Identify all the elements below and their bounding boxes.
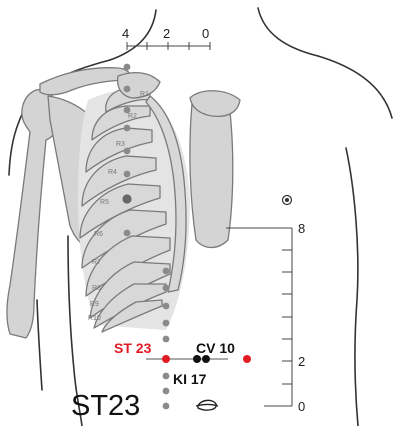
nipple-center (285, 198, 290, 203)
rib-6 (81, 209, 167, 269)
left-flank-line (67, 235, 83, 426)
meridian-dot (162, 387, 170, 395)
side-scale (226, 227, 293, 407)
st23-point-left (162, 355, 170, 363)
rib-label-7: R7 (92, 259, 101, 266)
shoulder-right-line (317, 55, 393, 119)
rib-5 (79, 183, 161, 239)
rib-3 (85, 127, 153, 173)
meridian-dot (122, 194, 132, 204)
meridian-dot (162, 372, 170, 380)
right-flank-line (345, 147, 359, 426)
top-scale-label-4: 4 (122, 26, 129, 41)
nipple-ring (281, 194, 293, 206)
navel-icon (195, 399, 219, 411)
sternum-body (189, 101, 234, 249)
meridian-dot (123, 229, 131, 237)
rib-label-3: R3 (116, 141, 125, 148)
neck-right-line (257, 7, 319, 57)
rib-labels: R1 R2 R3 R4 R5 R6 R7 R8 R9 R10 (88, 91, 149, 322)
top-scale (126, 42, 211, 50)
ki17-point (202, 355, 210, 363)
costal-cartilage (145, 95, 187, 293)
meridian-dot (123, 147, 131, 155)
top-scale-label-2: 2 (163, 26, 170, 41)
meridian-dot (162, 335, 170, 343)
left-arm-inner-line (36, 299, 43, 391)
rib-label-5: R5 (100, 199, 109, 206)
meridian-dots (122, 63, 170, 410)
rib-label-10: R10 (88, 315, 101, 322)
ki17-point-label: KI 17 (173, 371, 207, 387)
side-scale-label-8: 8 (298, 221, 305, 236)
rib-label-9: R9 (90, 301, 99, 308)
meridian-dot (123, 170, 131, 178)
sternum-cap (189, 90, 241, 118)
navel-shape (197, 399, 217, 411)
meridian-dot (162, 284, 170, 292)
rib-cage (78, 86, 190, 333)
rib-label-6: R6 (94, 231, 103, 238)
rib-label-4: R4 (108, 169, 117, 176)
nipple-icon (281, 194, 293, 206)
meridian-dot (162, 267, 170, 275)
navel-fold (195, 403, 219, 407)
side-scale-label-2: 2 (298, 354, 305, 369)
manubrium (116, 71, 161, 99)
meridian-dot (162, 319, 170, 327)
meridian-dot (123, 85, 131, 93)
meridian-dot (162, 302, 170, 310)
st23-point-label: ST 23 (114, 340, 152, 356)
rib-4 (81, 155, 157, 207)
rib-label-1: R1 (140, 91, 149, 98)
side-scale-label-0: 0 (298, 399, 305, 414)
rib-10 (101, 299, 163, 333)
point-title: ST23 (71, 390, 140, 422)
cv10-point-label: CV 10 (196, 340, 235, 356)
rib-label-8: R8 (92, 285, 101, 292)
highlighted-points (162, 355, 251, 363)
neck-left-line (109, 9, 157, 61)
torso-outline (8, 7, 393, 426)
rib-2 (91, 105, 151, 141)
top-scale-label-0: 0 (202, 26, 209, 41)
meridian-dot (162, 402, 170, 410)
rib-label-2: R2 (128, 113, 137, 120)
meridian-dot (123, 63, 131, 71)
st23-point-right (243, 355, 251, 363)
cv10-point (193, 355, 201, 363)
meridian-dot (123, 106, 131, 114)
meridian-dot (123, 124, 131, 132)
